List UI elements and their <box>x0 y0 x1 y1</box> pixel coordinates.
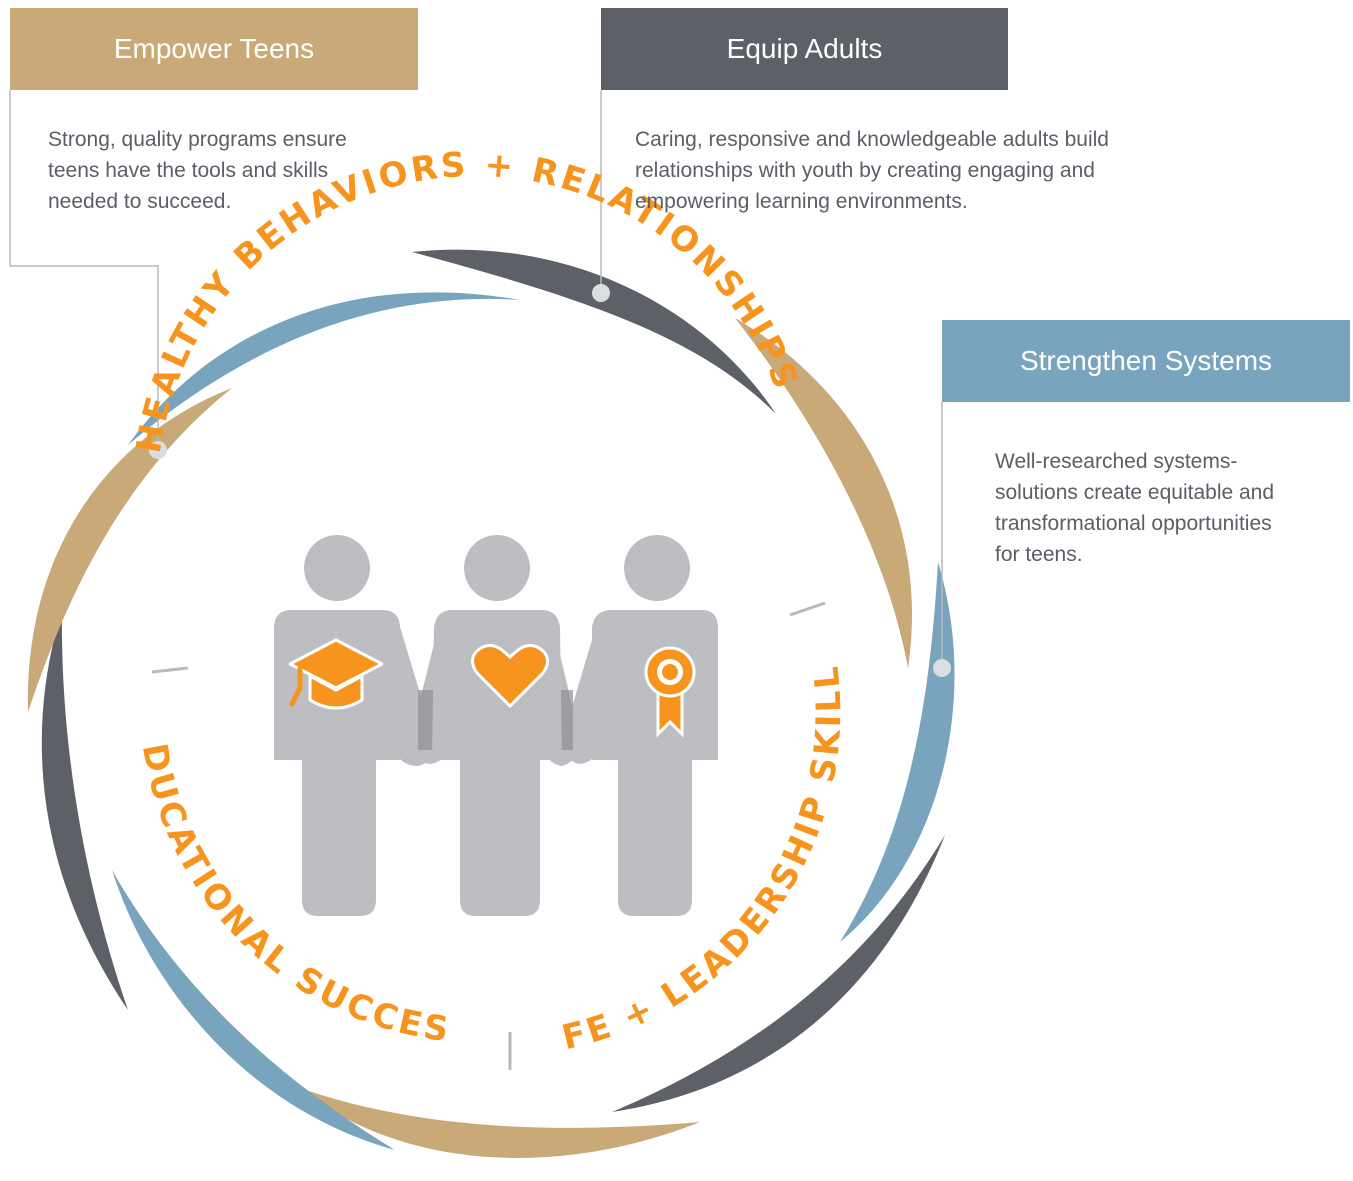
equip-adults-title: Equip Adults <box>726 33 883 64</box>
person-right-head <box>624 535 690 601</box>
ring-segment-upper-left-tan <box>27 388 232 712</box>
connector-empower <box>9 90 159 450</box>
ring-segment-bottom-tan <box>300 1088 700 1158</box>
empower-line-2: teens have the tools and skills <box>48 159 329 182</box>
empower-teens-title: Empower Teens <box>113 33 315 64</box>
equip-line-2: relationships with youth by creating eng… <box>635 159 1095 182</box>
ring-segment-top-left-blue <box>128 292 520 445</box>
strengthen-systems-title: Strengthen Systems <box>1019 345 1273 376</box>
connector-dot-equip <box>592 284 610 302</box>
systems-line-3: transformational opportunities <box>995 512 1272 535</box>
person-left-head <box>304 535 370 601</box>
equip-line-3: empowering learning environments. <box>635 190 968 213</box>
strengthen-systems-header: Strengthen Systems <box>942 320 1350 402</box>
person-left-body <box>274 610 400 916</box>
equip-adults-description: Caring, responsive and knowledgeable adu… <box>635 124 1195 217</box>
people-group <box>274 535 718 916</box>
empower-teens-description: Strong, quality programs ensure teens ha… <box>48 124 408 217</box>
heart-icon <box>471 644 549 709</box>
empower-teens-header: Empower Teens <box>10 8 418 90</box>
ring-segment-right-blue <box>840 562 955 942</box>
award-ribbon-icon <box>644 646 696 738</box>
connector-dot-empower <box>149 441 167 459</box>
strengthen-systems-description: Well-researched systems- solutions creat… <box>995 446 1340 570</box>
empower-line-1: Strong, quality programs ensure <box>48 128 347 151</box>
ring-segment-left-slate <box>41 610 128 1010</box>
ring-segment-right-tan <box>735 318 913 668</box>
person-center-head <box>464 535 530 601</box>
empower-line-3: needed to succeed. <box>48 190 232 213</box>
separator-right <box>789 601 826 617</box>
systems-line-1: Well-researched systems- <box>995 450 1238 473</box>
equip-line-1: Caring, responsive and knowledgeable adu… <box>635 128 1109 151</box>
equip-adults-header: Equip Adults <box>601 8 1008 90</box>
ring-segment-top-slate <box>412 249 776 414</box>
graduation-cap-icon <box>288 638 384 710</box>
swirl-ring <box>27 249 955 1158</box>
systems-line-2: solutions create equitable and <box>995 481 1275 504</box>
connectors <box>9 90 951 677</box>
separator-left <box>151 666 189 674</box>
outcome-separators <box>151 601 826 1070</box>
connector-dot-systems <box>933 659 951 677</box>
systems-line-4: for teens. <box>995 543 1083 566</box>
